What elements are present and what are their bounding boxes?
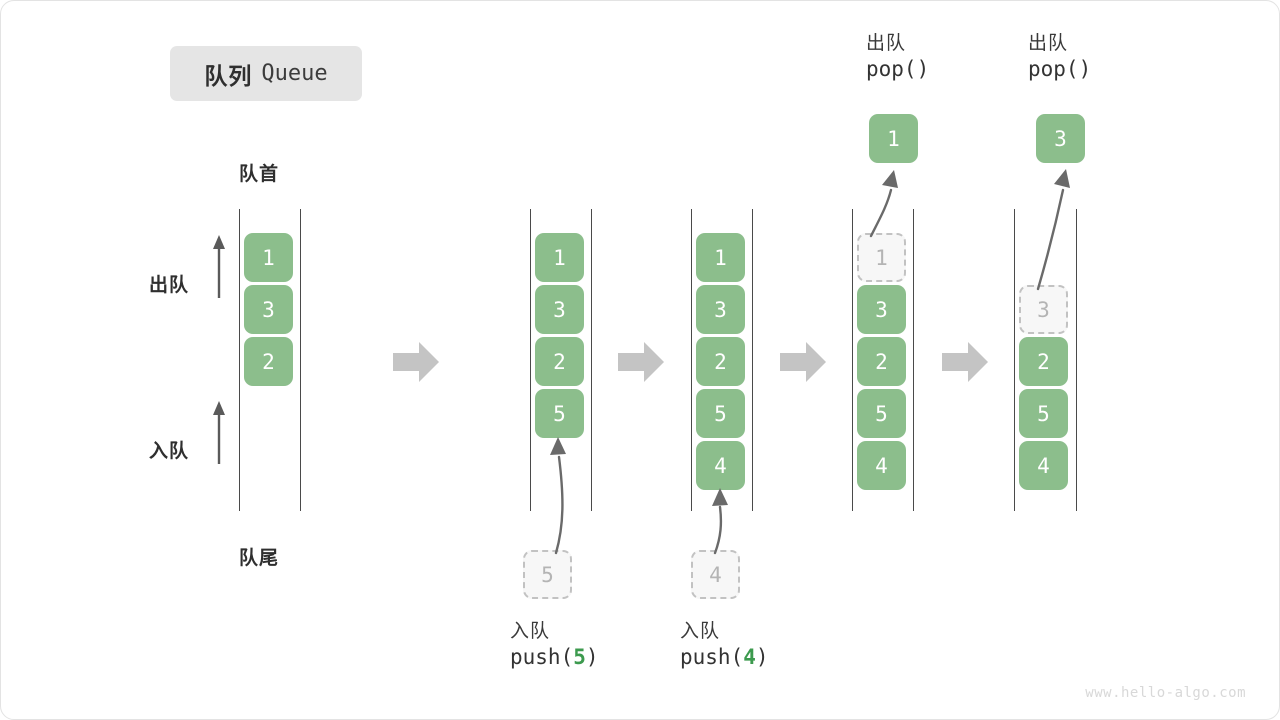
push-motion-arrow bbox=[712, 488, 728, 555]
code-argument: 4 bbox=[743, 645, 756, 669]
outgoing-ghost-cell: 3 bbox=[1019, 285, 1068, 334]
incoming-ghost-cell: 5 bbox=[523, 550, 572, 599]
step-arrow-icon bbox=[393, 342, 439, 382]
operation-code: push(5) bbox=[510, 641, 599, 674]
label-dequeue-direction: 出队 bbox=[149, 275, 190, 296]
queue-rail-left-stage2 bbox=[530, 209, 531, 511]
popped-cell: 3 bbox=[1036, 114, 1085, 163]
operation-label-pop-3: 出队 pop() bbox=[1028, 34, 1091, 86]
push-motion-arrow bbox=[550, 437, 566, 555]
queue-cell: 5 bbox=[535, 389, 584, 438]
queue-cell: 2 bbox=[696, 337, 745, 386]
code-suffix: ) bbox=[585, 645, 599, 669]
title-chinese: 队列 bbox=[204, 62, 253, 89]
pop-motion-arrow bbox=[869, 170, 898, 238]
popped-cell: 1 bbox=[869, 114, 918, 163]
queue-cell: 2 bbox=[244, 337, 293, 386]
operation-name-cn: 出队 bbox=[1028, 33, 1069, 54]
outgoing-ghost-cell: 1 bbox=[857, 233, 906, 282]
operation-code: push(4) bbox=[680, 641, 769, 674]
queue-rail-left-stage3 bbox=[691, 209, 692, 511]
queue-rail-right-stage1 bbox=[300, 209, 301, 511]
queue-rail-right-stage4 bbox=[913, 209, 914, 511]
operation-name-cn: 入队 bbox=[510, 621, 551, 642]
code-prefix: push( bbox=[510, 645, 574, 669]
queue-rail-left-stage5 bbox=[1014, 209, 1015, 511]
operation-name-cn: 出队 bbox=[866, 33, 907, 54]
queue-cell: 2 bbox=[1019, 337, 1068, 386]
label-queue-tail: 队尾 bbox=[239, 548, 280, 569]
code-argument: 5 bbox=[573, 645, 586, 669]
step-arrow-icon bbox=[780, 342, 826, 382]
step-arrow-icon bbox=[618, 342, 664, 382]
queue-cell: 1 bbox=[696, 233, 745, 282]
queue-rail-left-stage4 bbox=[852, 209, 853, 511]
dequeue-direction-arrow bbox=[213, 235, 225, 298]
queue-cell: 2 bbox=[535, 337, 584, 386]
code-suffix: ) bbox=[916, 57, 930, 81]
operation-code: pop() bbox=[866, 53, 929, 86]
operation-name-cn: 入队 bbox=[680, 621, 721, 642]
pop-motion-arrow bbox=[1036, 169, 1070, 291]
operation-code: pop() bbox=[1028, 53, 1091, 86]
operation-label-push-4: 入队 push(4) bbox=[680, 622, 769, 674]
code-prefix: pop( bbox=[1028, 57, 1079, 81]
step-arrow-icon bbox=[942, 342, 988, 382]
queue-cell: 4 bbox=[1019, 441, 1068, 490]
incoming-ghost-cell: 4 bbox=[691, 550, 740, 599]
code-suffix: ) bbox=[755, 645, 769, 669]
queue-cell: 5 bbox=[857, 389, 906, 438]
queue-cell: 3 bbox=[535, 285, 584, 334]
queue-rail-right-stage5 bbox=[1076, 209, 1077, 511]
code-suffix: ) bbox=[1078, 57, 1092, 81]
label-queue-head: 队首 bbox=[239, 164, 280, 185]
queue-cell: 1 bbox=[535, 233, 584, 282]
queue-cell: 4 bbox=[857, 441, 906, 490]
queue-cell: 4 bbox=[696, 441, 745, 490]
operation-label-push-5: 入队 push(5) bbox=[510, 622, 599, 674]
code-prefix: pop( bbox=[866, 57, 917, 81]
label-enqueue-direction: 入队 bbox=[149, 441, 190, 462]
code-prefix: push( bbox=[680, 645, 744, 669]
queue-cell: 3 bbox=[244, 285, 293, 334]
title-badge: 队列 Queue bbox=[170, 46, 362, 101]
title-english: Queue bbox=[261, 61, 328, 86]
queue-rail-right-stage3 bbox=[752, 209, 753, 511]
queue-cell: 5 bbox=[696, 389, 745, 438]
enqueue-direction-arrow bbox=[213, 401, 225, 464]
queue-rail-right-stage2 bbox=[591, 209, 592, 511]
queue-cell: 3 bbox=[857, 285, 906, 334]
queue-cell: 3 bbox=[696, 285, 745, 334]
queue-cell: 2 bbox=[857, 337, 906, 386]
watermark: www.hello-algo.com bbox=[1085, 685, 1246, 701]
queue-rail-left-stage1 bbox=[239, 209, 240, 511]
operation-label-pop-1: 出队 pop() bbox=[866, 34, 929, 86]
queue-cell: 5 bbox=[1019, 389, 1068, 438]
queue-cell: 1 bbox=[244, 233, 293, 282]
